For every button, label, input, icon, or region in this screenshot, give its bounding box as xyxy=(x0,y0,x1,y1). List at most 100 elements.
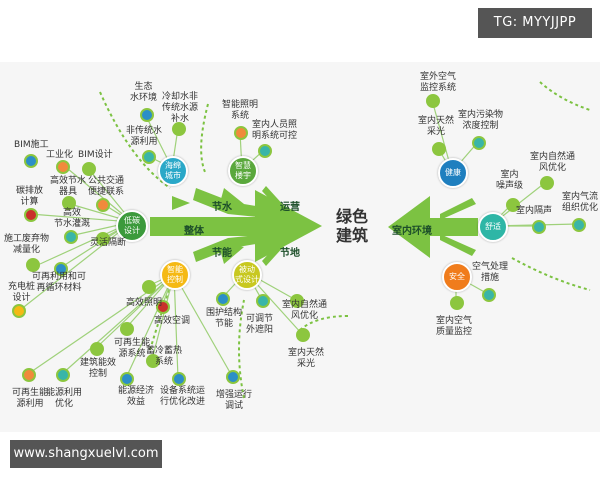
node-dot xyxy=(216,292,230,306)
node-enhanced-ops: 增强运行 调试 xyxy=(216,390,253,411)
node-dot xyxy=(120,372,134,386)
arrow-label-whole: 整体 xyxy=(184,226,204,237)
node-dot xyxy=(450,296,464,310)
node-dot xyxy=(22,368,36,382)
branch-arrow-land xyxy=(262,239,286,266)
node-dot xyxy=(82,162,96,176)
branch-arrow-energy-head xyxy=(218,242,244,264)
site-watermark: www.shangxuelvl.com xyxy=(10,440,162,468)
node-dot xyxy=(426,94,440,108)
node-dot xyxy=(12,304,26,318)
node-bim-design: BIM设计 xyxy=(78,150,113,160)
node-dot xyxy=(572,218,586,232)
branch-arrow-ops xyxy=(262,186,286,213)
node-transit: 公共交通 便捷联系 xyxy=(88,176,125,197)
node-dot xyxy=(96,198,110,212)
node-daylight: 室内天然 采光 xyxy=(288,348,325,369)
node-dot xyxy=(290,294,304,308)
node-eff-ac: 高效空调 xyxy=(154,316,191,326)
node-cool-water: 冷却水非 传统水源 补水 xyxy=(162,92,199,124)
node-energy-opt: 能源利用 优化 xyxy=(46,388,83,409)
node-flexible: 灵活隔断 xyxy=(90,238,127,248)
node-dot xyxy=(120,322,134,336)
right-arrow-shaft xyxy=(424,218,478,236)
node-nontrad-water: 非传统水 源利用 xyxy=(126,126,163,147)
node-dot xyxy=(256,294,270,308)
center-title: 绿色 建筑 xyxy=(336,207,369,245)
node-equip-opt: 设备系统运 行优化改进 xyxy=(160,386,206,407)
dashed-curve xyxy=(539,81,591,111)
right-branch xyxy=(440,198,476,220)
node-dot xyxy=(156,300,170,314)
node-insulation: 室内隔声 xyxy=(516,206,553,216)
node-irrigation: 高效 节水灌溉 xyxy=(54,208,91,229)
arrow-label-energy: 节能 xyxy=(212,248,232,259)
node-eff-light: 高效照明 xyxy=(126,298,163,308)
node-dot xyxy=(172,372,186,386)
arrow-label-indoor: 室内环境 xyxy=(392,226,432,237)
node-recycle: 可再利用和可 再循环材料 xyxy=(32,272,87,293)
arrow-label-land: 节地 xyxy=(280,248,300,259)
hub-health: 健康 xyxy=(438,158,468,188)
hub-comfort: 舒适 xyxy=(478,212,508,242)
dashed-curve xyxy=(238,299,245,399)
node-dot xyxy=(472,136,486,150)
hub-passive-design: 被动 式设计 xyxy=(232,260,262,290)
node-air-monitor: 室外空气 监控系统 xyxy=(420,72,457,93)
right-arrow-head xyxy=(388,196,430,258)
node-dot xyxy=(432,142,446,156)
hub-smart-building: 智慧 楼宇 xyxy=(228,156,258,186)
node-renew-use: 可再生能 源利用 xyxy=(12,388,49,409)
node-dot xyxy=(172,122,186,136)
node-dot xyxy=(96,232,110,246)
node-dot xyxy=(62,196,76,210)
node-smart-light: 智能照明 系统 xyxy=(222,100,259,121)
node-heat-store: 蓄冷蓄热 系统 xyxy=(146,346,183,367)
node-bim-build: BIM施工 xyxy=(14,140,49,150)
hub-low-carbon: 低碳 设计 xyxy=(116,210,148,242)
node-dot xyxy=(146,354,160,368)
node-dot xyxy=(142,150,156,164)
node-indoor-light: 室内天然 采光 xyxy=(418,116,455,137)
node-pollutant: 室内污染物 浓度控制 xyxy=(458,110,504,131)
node-air-quality: 室内空气 质量监控 xyxy=(436,316,473,337)
node-dot xyxy=(234,126,248,140)
arrow-label-ops: 运营 xyxy=(280,202,300,213)
node-dot xyxy=(140,108,154,122)
hub-safety: 安全 xyxy=(442,262,472,292)
right-branch xyxy=(440,234,476,256)
node-dot xyxy=(24,154,38,168)
node-energy-econ: 能源经济 效益 xyxy=(118,386,155,407)
dashed-curve xyxy=(200,103,209,173)
node-dot xyxy=(56,368,70,382)
node-eco-water: 生态 水环境 xyxy=(130,82,158,103)
main-arrow-shaft xyxy=(150,217,262,236)
hub-sponge-city: 海绵 城市 xyxy=(158,156,188,186)
node-dot xyxy=(532,220,546,234)
node-dot xyxy=(54,262,68,276)
small-arrow xyxy=(172,196,190,210)
node-waste: 施工废弃物 减量化 xyxy=(4,234,50,255)
node-dot xyxy=(506,198,520,212)
node-bldg-ctrl: 建筑能效 控制 xyxy=(80,358,117,379)
main-arrow-head xyxy=(255,190,322,262)
node-dot xyxy=(296,328,310,342)
node-dot xyxy=(482,288,496,302)
node-dot xyxy=(64,230,78,244)
channel-tag: TG: MYYJJPP xyxy=(478,8,592,38)
node-eff-water: 高效节水 器具 xyxy=(50,176,87,197)
node-renew-sys: 可再生能 源系统 xyxy=(114,338,151,359)
small-arrow xyxy=(158,220,176,233)
node-airflow: 室内气流 组织优化 xyxy=(562,192,599,213)
node-dot xyxy=(540,176,554,190)
node-dot xyxy=(24,208,38,222)
arrow-label-water: 节水 xyxy=(212,202,232,213)
node-dot xyxy=(56,160,70,174)
node-occupancy: 室内人员照 明系统可控 xyxy=(252,120,298,141)
node-air-treat: 空气处理 措施 xyxy=(472,262,509,283)
node-noise: 室内 噪声级 xyxy=(496,170,524,191)
node-industrial: 工业化 xyxy=(46,150,74,160)
branch-arrow-water-head xyxy=(218,188,244,210)
node-envelope: 围护结构 节能 xyxy=(206,308,243,329)
